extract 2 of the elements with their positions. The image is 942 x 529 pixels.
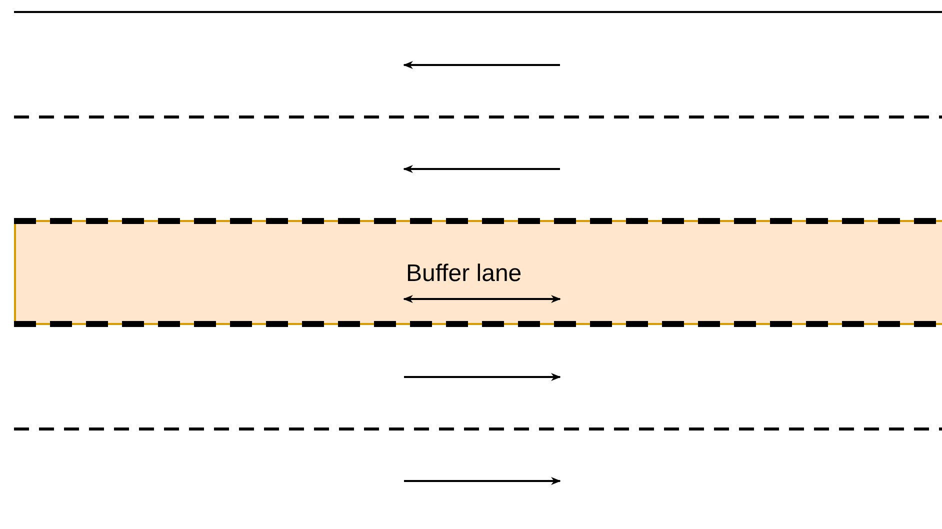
buffer-lane-band — [14, 220, 942, 325]
lane-label: Buffer lane — [406, 260, 522, 288]
